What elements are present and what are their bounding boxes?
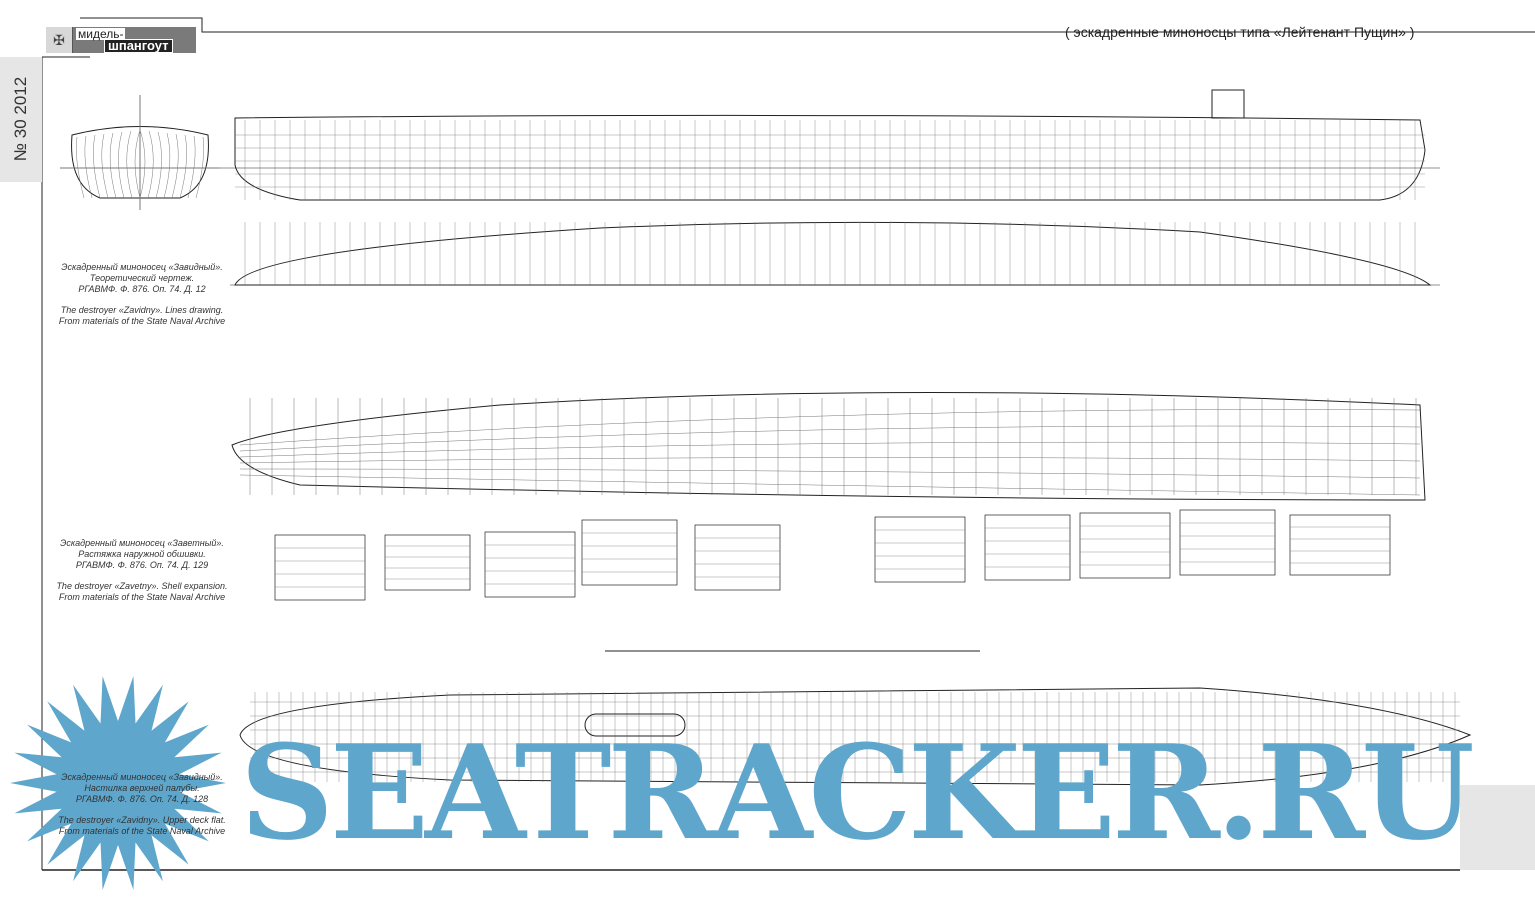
issue-number-panel: № 30 2012 <box>0 57 42 182</box>
detail-drawing <box>694 524 781 591</box>
series-title: ( эскадренные миноносцы типа «Лейтенант … <box>1065 24 1415 40</box>
drawing-line <box>84 135 93 199</box>
caption-ru-line: Настилка верхней палубы. <box>84 783 200 793</box>
drawing-line <box>239 409 1421 446</box>
detail-drawing <box>1289 514 1391 576</box>
caption-ru-line: Эскадренный миноносец «Завидный». <box>61 262 223 272</box>
drawing-line <box>163 132 171 199</box>
watermark: SEATRACKER.RU <box>240 716 1475 869</box>
drawing-line <box>147 130 154 199</box>
detail-drawing <box>1179 509 1276 576</box>
drawing-line <box>118 131 125 199</box>
logo-text-line1: мидель- <box>76 27 126 41</box>
caption-en-line: The destroyer «Zavetny». Shell expansion… <box>56 581 228 591</box>
drawing-line <box>239 468 1421 479</box>
corner-panel <box>1460 785 1535 870</box>
drawing-line <box>76 136 85 199</box>
magazine-logo: ✠ мидель- шпангоут <box>46 27 196 53</box>
starburst-shape <box>10 676 226 890</box>
half-breadth-plan <box>234 221 1432 286</box>
caption-en-line: From materials of the State Naval Archiv… <box>58 826 226 836</box>
caption-ru-line: РГАВМФ. Ф. 876. Оп. 74. Д. 12 <box>78 284 206 294</box>
detail-drawing <box>1079 512 1171 579</box>
drawing-line <box>109 132 117 199</box>
drawing-line <box>101 133 109 199</box>
drawing-line <box>239 425 1421 452</box>
caption-ru-line: Растяжка наружной обшивки. <box>78 549 206 559</box>
drawing-line <box>134 129 141 199</box>
caption-lines-drawing: Эскадренный миноносец «Завидный». Теорет… <box>52 262 232 327</box>
shell-expansion <box>231 392 1426 501</box>
drawing-line <box>139 129 146 199</box>
drawing-line <box>239 441 1421 458</box>
caption-en-line: The destroyer «Zavidny». Lines drawing. <box>60 305 224 315</box>
caption-ru-line: РГАВМФ. Ф. 876. Оп. 74. Д. 128 <box>75 794 209 804</box>
caption-ru-line: Эскадренный миноносец «Заветный». <box>60 538 224 548</box>
drawing-line <box>187 135 196 199</box>
header-rule <box>80 17 1535 33</box>
caption-shell-expansion: Эскадренный миноносец «Заветный». Растяж… <box>52 538 232 603</box>
caption-en-line: From materials of the State Naval Archiv… <box>58 592 226 602</box>
hatch-outline <box>584 713 686 737</box>
logo-emblem-icon: ✠ <box>46 27 73 53</box>
detail-drawing <box>984 514 1071 581</box>
detail-drawing <box>874 516 966 583</box>
drawing-line <box>179 134 187 199</box>
drawing-line <box>126 130 133 199</box>
drawing-line <box>195 136 204 199</box>
detail-drawing <box>484 531 576 598</box>
detail-drawing <box>581 519 678 586</box>
detail-drawing <box>274 534 366 601</box>
caption-ru-line: Теоретический чертеж. <box>89 273 195 283</box>
caption-en-line: The destroyer «Zavidny». Upper deck flat… <box>58 815 226 825</box>
bridge-outline <box>1211 89 1245 119</box>
drawing-line <box>239 457 1421 464</box>
caption-ru-line: РГАВМФ. Ф. 876. Оп. 74. Д. 129 <box>75 560 209 570</box>
caption-upper-deck: Эскадренный миноносец «Завидный». Настил… <box>52 772 232 837</box>
caption-ru-line: Эскадренный миноносец «Завидный». <box>61 772 223 782</box>
drawing-line <box>155 131 162 199</box>
caption-en-line: From materials of the State Naval Archiv… <box>58 316 226 326</box>
drawing-line <box>93 134 101 199</box>
logo-text-line2: шпангоут <box>104 39 173 53</box>
detail-drawing <box>384 534 471 591</box>
drawing-line <box>171 133 179 199</box>
